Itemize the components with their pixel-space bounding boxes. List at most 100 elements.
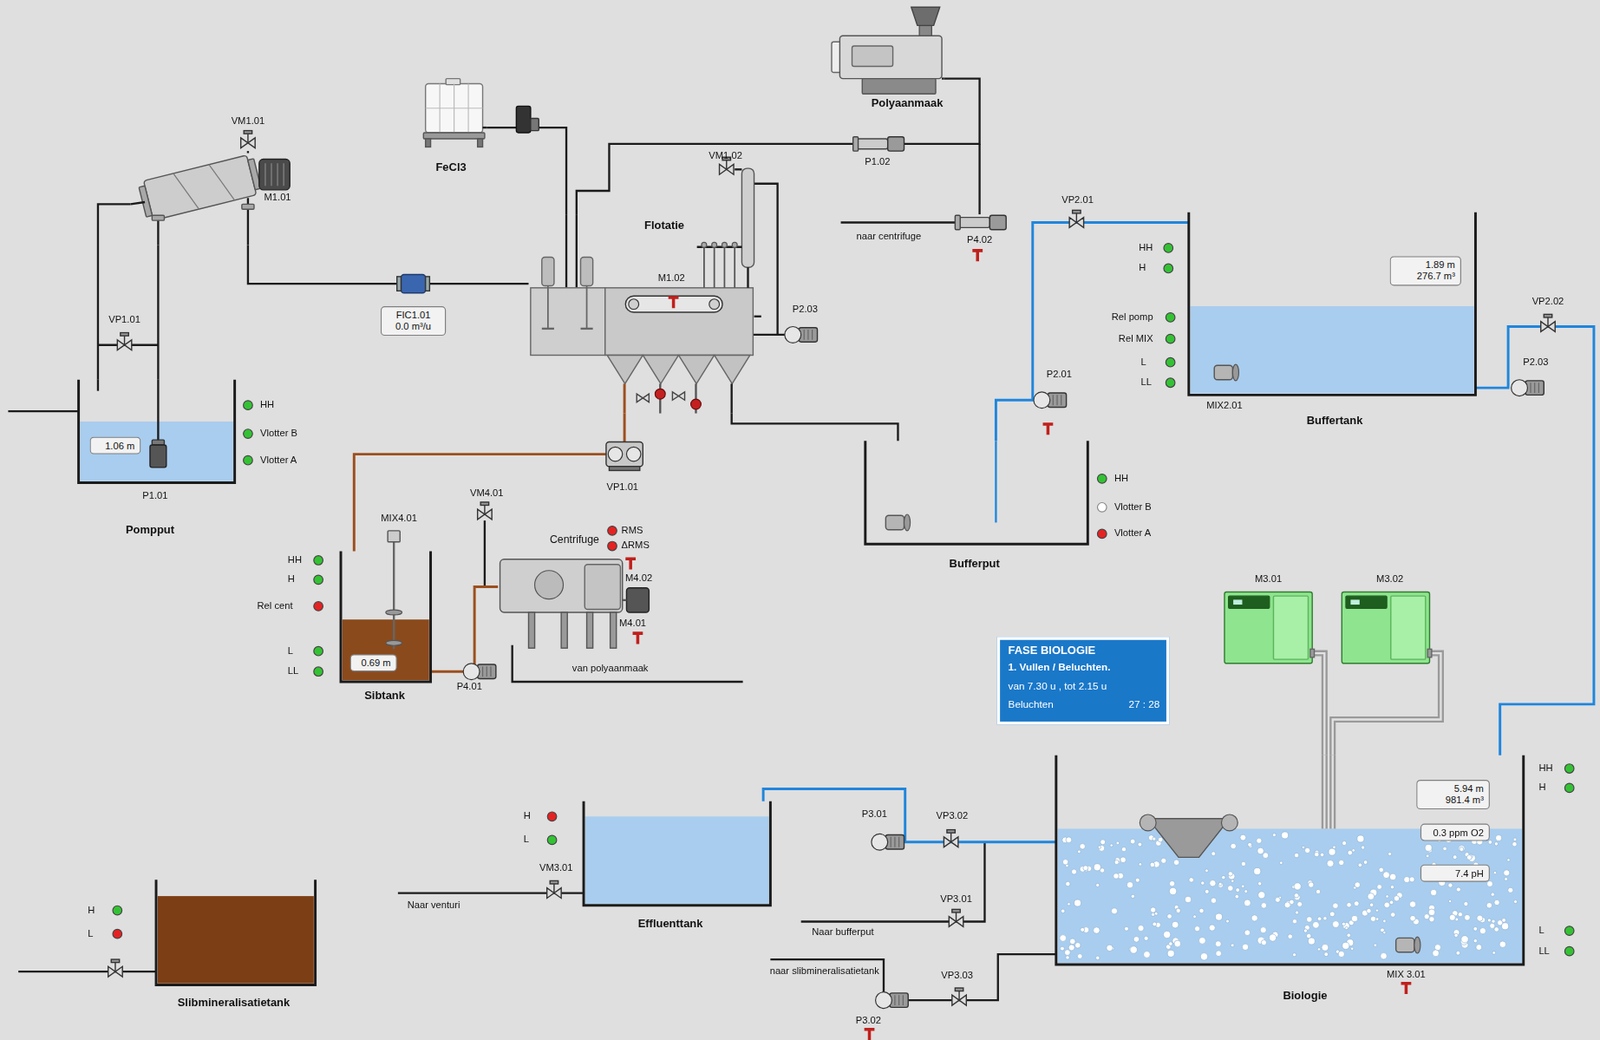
pipe-connector — [1475, 326, 1594, 756]
air-bubble — [1100, 839, 1106, 845]
air-bubble — [1380, 952, 1388, 960]
air-bubble — [1133, 936, 1140, 943]
diffuser-float — [1139, 814, 1156, 831]
valve-actuator — [243, 130, 252, 135]
flow-meter-body — [400, 274, 425, 294]
air-bubble — [1274, 896, 1280, 902]
air-bubble — [1373, 943, 1377, 947]
dosing-pump-body — [515, 105, 530, 133]
tag-label: Rel cent — [257, 600, 294, 613]
air-bubble — [1152, 836, 1156, 841]
pump-symbol — [1511, 379, 1545, 397]
pump-chamber — [626, 446, 640, 461]
pump-motor — [989, 215, 1006, 229]
pump-symbol — [875, 992, 909, 1009]
air-bubble — [1409, 901, 1416, 908]
air-bubble — [1244, 929, 1251, 936]
pipe-connector — [731, 413, 899, 442]
tank-content — [585, 816, 770, 904]
pipe-connector — [248, 244, 529, 284]
drive-motor — [259, 159, 290, 190]
valve-stem — [124, 335, 125, 346]
mixer-propeller — [904, 514, 911, 531]
poly-unit — [839, 35, 942, 79]
status-lamp — [607, 541, 618, 551]
tag-label: P3.02 — [855, 1014, 882, 1026]
air-bubble — [1332, 920, 1339, 928]
value-text: 276.7 m³ — [1417, 270, 1456, 282]
air-bubble — [1240, 861, 1246, 866]
ibc-pallet — [423, 132, 485, 139]
status-lamp — [1564, 946, 1574, 956]
air-bubble — [1475, 944, 1483, 951]
blower: M3.02 — [1341, 571, 1430, 664]
tag-label: LL — [1538, 945, 1549, 957]
air-bubble — [1243, 899, 1251, 907]
air-bubble — [1244, 889, 1248, 894]
dosing-pump — [515, 105, 539, 133]
sludge-tank: Sibtank0.69 m — [340, 550, 432, 682]
air-bubble — [1463, 901, 1469, 907]
air-bubble — [1314, 851, 1320, 856]
ibc-container — [425, 83, 484, 132]
motor-shaft — [622, 599, 627, 601]
tag-label: L — [1141, 356, 1147, 368]
sludge-outlet — [623, 383, 627, 413]
mixer-motor — [387, 530, 400, 543]
tank-wall — [340, 550, 432, 682]
equipment-name: Flotatie — [644, 219, 685, 233]
air-bubble — [1209, 880, 1216, 887]
valve-symbol — [952, 987, 967, 1006]
air-bubble — [1251, 914, 1258, 921]
pipe-line — [565, 214, 568, 288]
air-bubble — [1464, 914, 1471, 921]
pipe-line — [994, 440, 997, 523]
air-bubble — [1369, 902, 1373, 907]
status-lamp — [1163, 263, 1174, 274]
dosing-container: FeCl3 — [421, 77, 487, 151]
dosing-pump-head — [530, 117, 539, 131]
pipe-line — [512, 645, 744, 682]
air-bubble — [1262, 852, 1269, 859]
air-bubble — [1452, 855, 1457, 860]
tag-label: VM3.01 — [539, 862, 574, 875]
air-bubble — [1235, 888, 1241, 893]
air-bubble — [1328, 848, 1336, 856]
blower-panel — [1228, 595, 1270, 608]
air-bubble — [1338, 859, 1345, 865]
air-bubble — [1493, 870, 1496, 874]
air-bubble — [1065, 955, 1070, 960]
air-bubble — [1508, 887, 1514, 893]
status-text: van 7.30 u , tot 2.15 u — [1008, 679, 1108, 693]
air-bubble — [1193, 914, 1197, 919]
pipe-connector — [576, 78, 980, 215]
node-shape — [1188, 212, 1476, 396]
pipe-line — [770, 959, 884, 993]
air-bubble — [1292, 919, 1297, 924]
pipe-line — [130, 202, 145, 204]
status-lamp — [243, 429, 254, 439]
tag-label: VP3.03 — [940, 969, 974, 981]
manual-mark — [668, 295, 680, 308]
dispersion-pipe — [713, 247, 716, 288]
manual-mark — [633, 631, 644, 644]
pump-symbol — [784, 326, 818, 344]
air-bubble — [1390, 912, 1396, 918]
status-lamp — [313, 646, 324, 656]
status-lamp — [243, 455, 254, 465]
tag-label: M4.02 — [625, 573, 653, 585]
tag-label: HH — [1138, 242, 1153, 255]
valve-actuator — [480, 502, 489, 506]
air-bubble — [1137, 924, 1144, 931]
air-bubble — [1060, 908, 1065, 913]
tag-label: H — [523, 810, 531, 823]
air-bubble — [1289, 899, 1295, 905]
air-bubble — [1308, 881, 1314, 888]
pipe-line — [156, 379, 159, 444]
air-bubble — [1135, 877, 1140, 882]
air-bubble — [1204, 888, 1209, 894]
pump-chamber — [607, 446, 622, 461]
pipe-line — [754, 183, 778, 335]
air-bubble — [1059, 934, 1067, 942]
level-readout: 0.69 m — [350, 653, 398, 672]
